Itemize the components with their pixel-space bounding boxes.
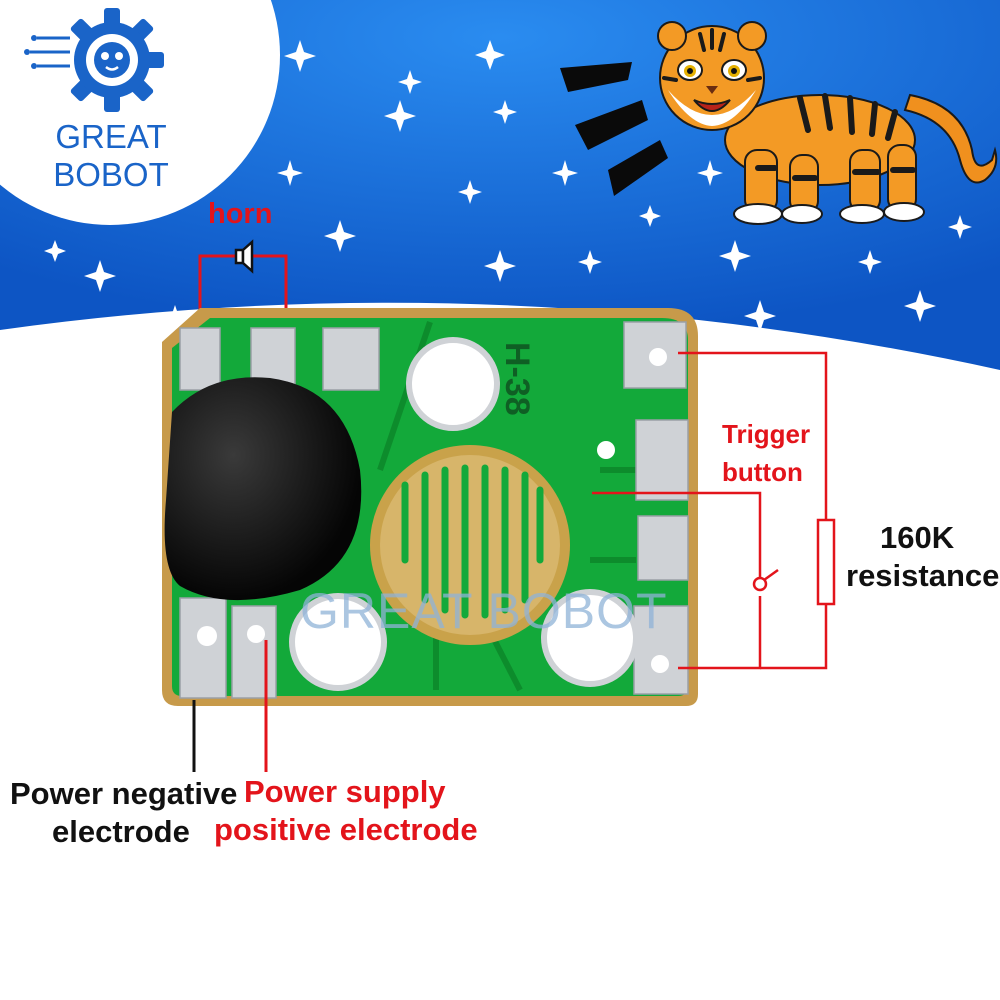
resistance-connector: [678, 351, 828, 670]
pad: [231, 605, 277, 699]
positive-label-line1: Power supply: [244, 774, 446, 809]
horn-label: horn: [208, 198, 273, 230]
star: [277, 160, 303, 186]
switch-icon: [752, 568, 779, 592]
star: [719, 240, 751, 272]
star: [159, 305, 191, 337]
pad: [179, 327, 221, 391]
brand-name: GREAT BOBOT: [53, 118, 169, 193]
star: [475, 40, 505, 70]
silkscreen-label: H-38: [498, 342, 536, 416]
speaker-icon: [234, 239, 254, 274]
negative-label-line2: electrode: [52, 814, 190, 849]
resistance-label-line1: 160K: [880, 520, 955, 555]
star: [44, 240, 66, 262]
star: [84, 260, 116, 292]
star: [578, 250, 602, 274]
star: [744, 300, 776, 332]
negative-label-line1: Power negative: [10, 776, 238, 811]
trigger-label-line2: button: [722, 457, 803, 487]
logo-backdrop: [0, 0, 280, 225]
star: [458, 180, 482, 204]
star: [384, 100, 416, 132]
small-hole: [597, 441, 615, 459]
trigger-label-line1: Trigger: [722, 419, 811, 449]
gear-logo-icon: [24, 8, 164, 112]
star: [948, 215, 972, 239]
star: [858, 250, 882, 274]
resistor-icon: [816, 518, 836, 606]
pad: [633, 605, 689, 695]
resistance-label-line2: resistance: [846, 558, 1000, 593]
star: [639, 205, 661, 227]
star: [697, 160, 723, 186]
horn-connector: [198, 254, 288, 332]
pad: [637, 515, 689, 581]
pad: [179, 597, 227, 699]
star: [484, 250, 516, 282]
star: [284, 40, 316, 72]
star: [904, 290, 936, 322]
trigger-contact-pad: [370, 445, 570, 645]
bottom-pads: [179, 597, 277, 699]
right-pad-holes: [649, 348, 669, 673]
star: [493, 100, 517, 124]
tiger-icon: [657, 21, 998, 225]
watermark: GREAT BOBOT: [300, 583, 668, 639]
epoxy-chip: [164, 377, 362, 601]
star: [398, 70, 422, 94]
mounting-holes: [289, 337, 639, 691]
star: [552, 160, 578, 186]
pad: [322, 327, 380, 391]
sound-wave-icon: [560, 62, 668, 196]
bottom-pad-holes: [197, 625, 265, 646]
positive-label-line2: positive electrode: [214, 812, 478, 847]
pad: [635, 419, 689, 501]
top-pads: [179, 327, 380, 391]
star: [324, 220, 356, 252]
